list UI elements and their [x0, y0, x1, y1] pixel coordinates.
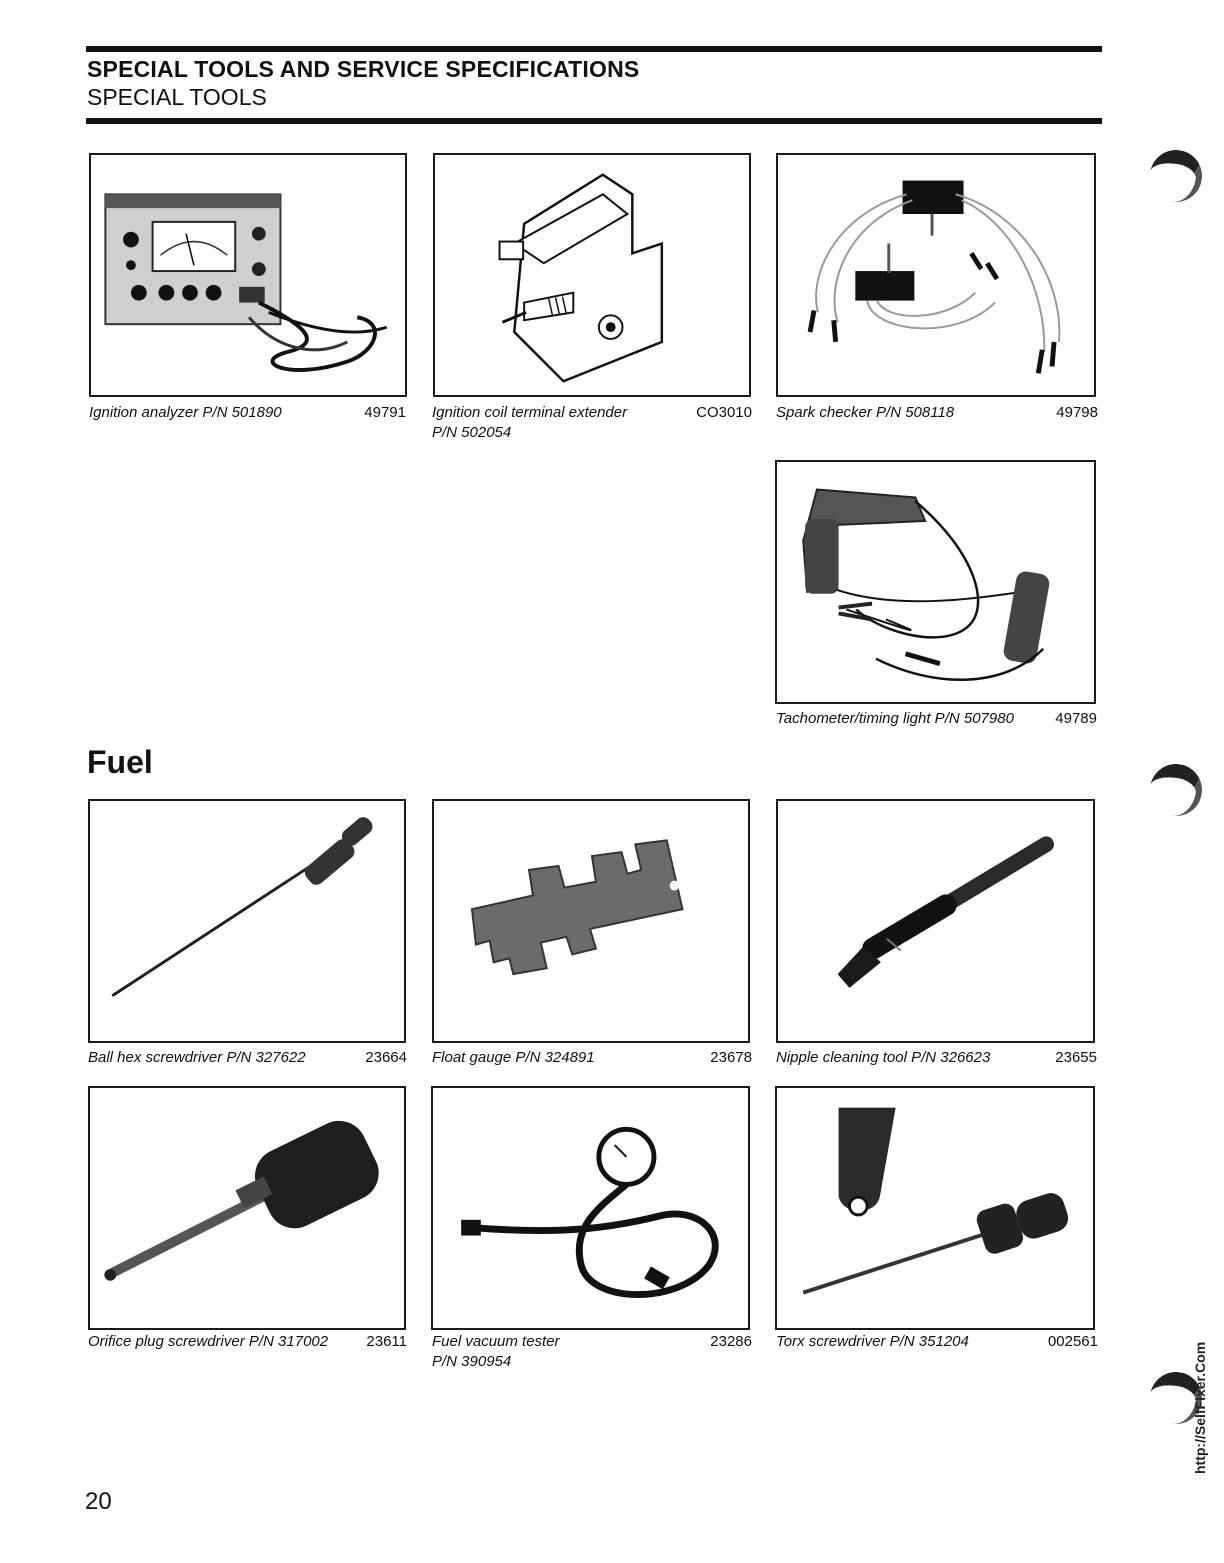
spark-checker-code: 49798	[1056, 404, 1098, 421]
orifice-screwdriver-icon	[104, 1120, 379, 1281]
nipple-tool-caption: Nipple cleaning tool P/N 326623	[776, 1049, 991, 1066]
page-subtitle: SPECIAL TOOLS	[87, 84, 267, 110]
coil-extender-code: CO3010	[696, 404, 752, 421]
orifice-plug-code: 23611	[366, 1333, 407, 1350]
vacuum-tester-icon	[461, 1126, 719, 1298]
binding-hole-mark	[1145, 145, 1207, 207]
header-rule-bottom	[86, 118, 1102, 124]
spark-checker-figure	[776, 153, 1096, 397]
section-heading-fuel: Fuel	[87, 744, 153, 780]
orifice-plug-caption: Orifice plug screwdriver P/N 317002	[88, 1333, 329, 1350]
ball-hex-figure	[88, 799, 406, 1043]
vacuum-tester-caption-line2: P/N 390954	[432, 1353, 512, 1370]
page-number: 20	[85, 1488, 112, 1515]
coil-extender-caption-line2: P/N 502054	[432, 424, 512, 441]
coil-extender-figure	[433, 153, 751, 397]
ball-hex-caption: Ball hex screwdriver P/N 327622	[88, 1049, 306, 1066]
vacuum-tester-code: 23286	[710, 1333, 752, 1350]
torx-code: 002561	[1047, 1333, 1098, 1350]
orifice-plug-figure	[88, 1086, 406, 1330]
nipple-tool-icon	[837, 836, 1055, 988]
torx-figure	[775, 1086, 1095, 1330]
torx-screwdriver-icon	[802, 1107, 1069, 1295]
ignition-analyzer-icon	[104, 193, 388, 372]
timing-light-caption: Tachometer/timing light P/N 507980	[776, 710, 1014, 727]
float-gauge-figure	[432, 799, 750, 1043]
coil-extender-caption-line1: Ignition coil terminal extender	[432, 404, 628, 421]
nipple-tool-figure	[776, 799, 1095, 1043]
binding-hole-mark	[1145, 759, 1207, 821]
float-gauge-code: 23678	[710, 1049, 752, 1066]
page-title: SPECIAL TOOLS AND SERVICE SPECIFICATIONS	[87, 56, 640, 82]
ignition-analyzer-caption: Ignition analyzer P/N 501890	[89, 404, 282, 421]
ignition-analyzer-code: 49791	[364, 404, 406, 421]
spark-checker-icon	[807, 180, 1061, 374]
spark-checker-caption: Spark checker P/N 508118	[776, 404, 955, 421]
watermark-link[interactable]: http://SelfFixer.Com	[1192, 1341, 1208, 1474]
ignition-analyzer-figure	[89, 153, 407, 397]
vacuum-tester-caption-line1: Fuel vacuum tester	[432, 1333, 560, 1350]
header-rule-top	[86, 46, 1102, 52]
timing-light-figure	[775, 460, 1096, 704]
float-gauge-caption: Float gauge P/N 324891	[432, 1049, 595, 1066]
timing-light-icon	[802, 488, 1050, 681]
screwdriver-icon	[111, 817, 373, 997]
ball-hex-code: 23664	[365, 1049, 407, 1066]
float-gauge-icon	[470, 839, 684, 976]
timing-light-code: 49789	[1055, 710, 1097, 727]
coil-extender-icon	[498, 173, 664, 383]
nipple-tool-code: 23655	[1055, 1049, 1097, 1066]
torx-caption: Torx screwdriver P/N 351204	[776, 1333, 969, 1350]
vacuum-tester-figure	[431, 1086, 750, 1330]
